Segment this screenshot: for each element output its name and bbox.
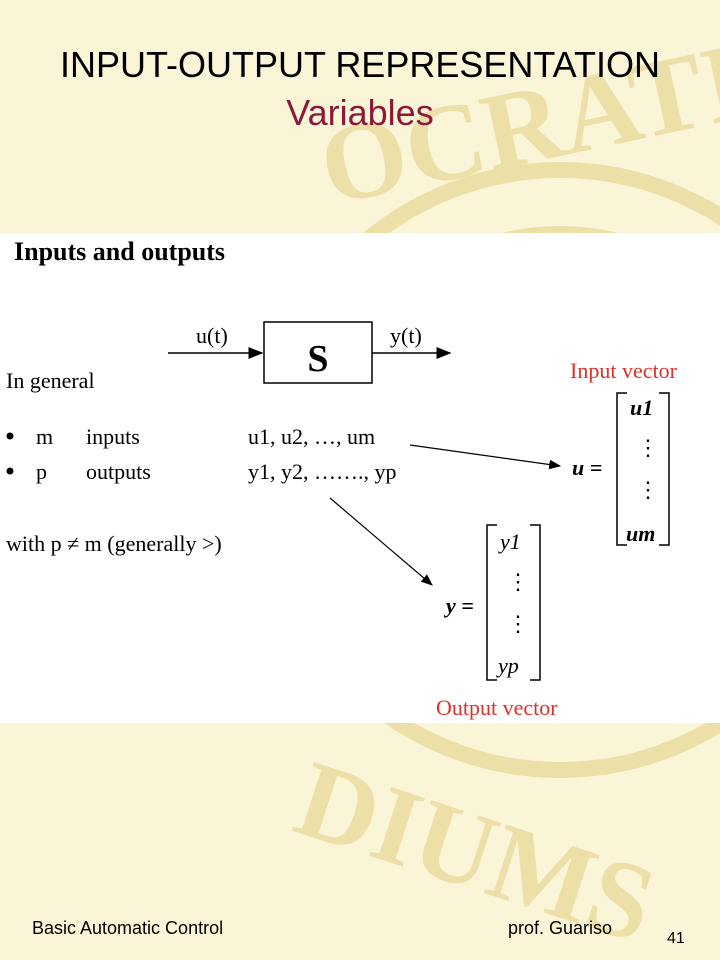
input-vector-last: um: [626, 521, 655, 546]
input-vector-pointer: [409, 444, 562, 470]
output-vector-label: Output vector: [436, 695, 558, 720]
bullet-sequence: u1, u2, …, um: [248, 424, 375, 449]
footer-course: Basic Automatic Control: [32, 918, 224, 938]
footer-author: prof. Guariso: [508, 918, 613, 938]
condition-text: with p ≠ m (generally >): [6, 531, 222, 556]
bullet-symbol: m: [36, 424, 53, 449]
input-vector-lhs: u =: [572, 455, 602, 480]
diagram-panel: Inputs and outputs u(t) S y(t) In genera…: [0, 233, 720, 723]
vertical-dots: ⋮: [637, 435, 659, 460]
vertical-dots: ⋮: [507, 569, 529, 594]
bullet-dot: [6, 467, 14, 475]
bullet-word: outputs: [86, 459, 151, 484]
output-vector-pointer: [329, 497, 433, 586]
io-diagram: Inputs and outputs u(t) S y(t) In genera…: [6, 237, 678, 720]
bullet-dot: [6, 432, 14, 440]
vertical-dots: ⋮: [507, 611, 529, 636]
output-signal-label: y(t): [390, 323, 422, 348]
output-vector-lhs: y =: [443, 593, 474, 618]
output-vector-right-bracket: [530, 524, 541, 681]
output-vector-left-bracket: [486, 524, 497, 681]
input-vector-left-bracket: [616, 392, 627, 546]
in-general-label: In general: [6, 368, 95, 393]
output-vector-last: yp: [496, 653, 519, 678]
system-label: S: [307, 338, 328, 380]
input-vector-label: Input vector: [570, 358, 678, 383]
bullet-sequence: y1, y2, ……., yp: [248, 459, 397, 484]
output-vector-first: y1: [498, 529, 521, 554]
bullet-symbol: p: [36, 459, 47, 484]
bullet-word: inputs: [86, 424, 140, 449]
heading-inputs-outputs: Inputs and outputs: [14, 237, 225, 266]
input-vector-right-bracket: [659, 392, 670, 546]
slide-subtitle: Variables: [286, 92, 434, 133]
slide-title: INPUT-OUTPUT REPRESENTATION: [59, 44, 661, 85]
input-vector-first: u1: [630, 395, 653, 420]
slide-number: 41: [667, 930, 685, 947]
input-signal-label: u(t): [196, 323, 228, 348]
vertical-dots: ⋮: [637, 477, 659, 502]
